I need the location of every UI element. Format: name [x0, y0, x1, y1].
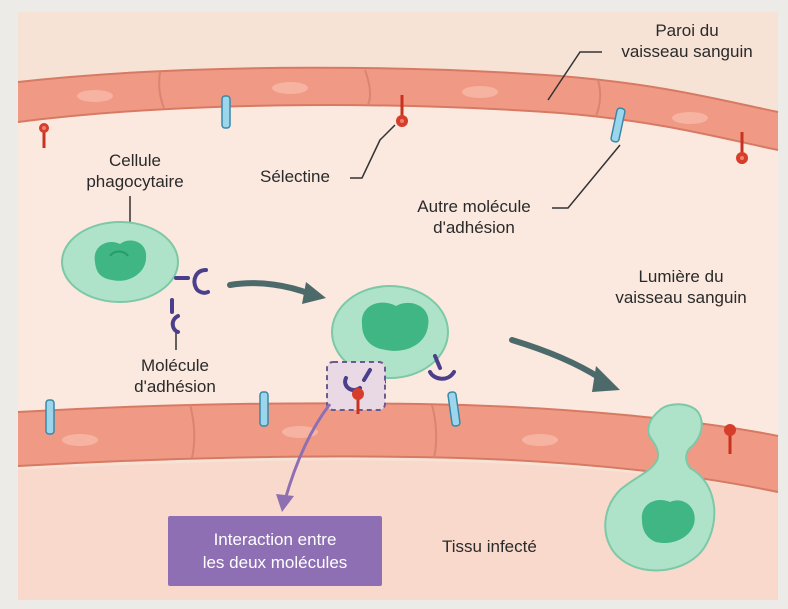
label-selectin: Sélectine	[260, 166, 330, 187]
label-infected-tissue: Tissu infecté	[442, 536, 537, 557]
interaction-callout-text: Interaction entre les deux molécules	[203, 528, 348, 574]
label-vessel-lumen: Lumière du vaisseau sanguin	[596, 266, 766, 308]
label-adhesion-molecule: Molécule d'adhésion	[110, 355, 240, 397]
label-other-adhesion-molecule: Autre molécule d'adhésion	[396, 196, 552, 238]
phagocyte-left	[62, 222, 178, 302]
label-vessel-wall: Paroi du vaisseau sanguin	[602, 20, 772, 62]
label-phagocyte: Cellule phagocytaire	[70, 150, 200, 192]
interaction-highlight-box	[327, 362, 385, 412]
interaction-callout: Interaction entre les deux molécules	[168, 516, 382, 586]
